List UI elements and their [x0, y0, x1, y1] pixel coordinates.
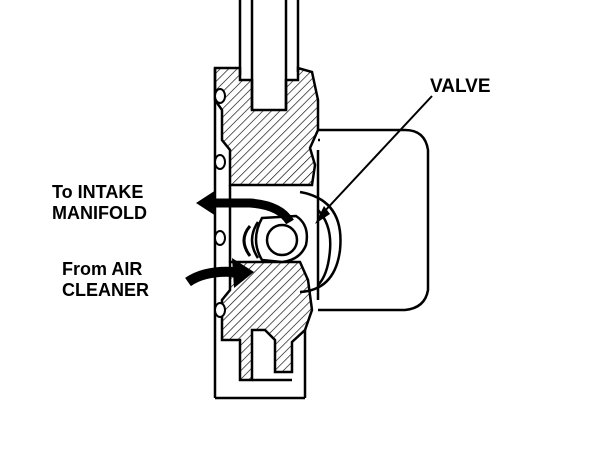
- intake-flow-arrow: [196, 190, 294, 225]
- actuator-box: [299, 128, 430, 312]
- valve-element: [242, 214, 309, 264]
- valve-label: VALVE: [430, 76, 491, 97]
- bolt-circles: [214, 88, 226, 318]
- housing-outline: [213, 68, 307, 400]
- to-intake-label-line2: MANIFOLD: [52, 203, 147, 223]
- from-air-label-line2: CLEANER: [62, 280, 150, 300]
- to-intake-label-line1: To INTAKE: [52, 182, 144, 202]
- valve-leader-line: [321, 95, 433, 215]
- valve-leader-arrowhead: [315, 206, 330, 224]
- air-cleaner-flow-arrow: [185, 258, 254, 288]
- valve-body-lower-section: [220, 260, 314, 382]
- from-air-label-line1: From AIR: [62, 259, 143, 279]
- valve-body-section: [213, 66, 320, 187]
